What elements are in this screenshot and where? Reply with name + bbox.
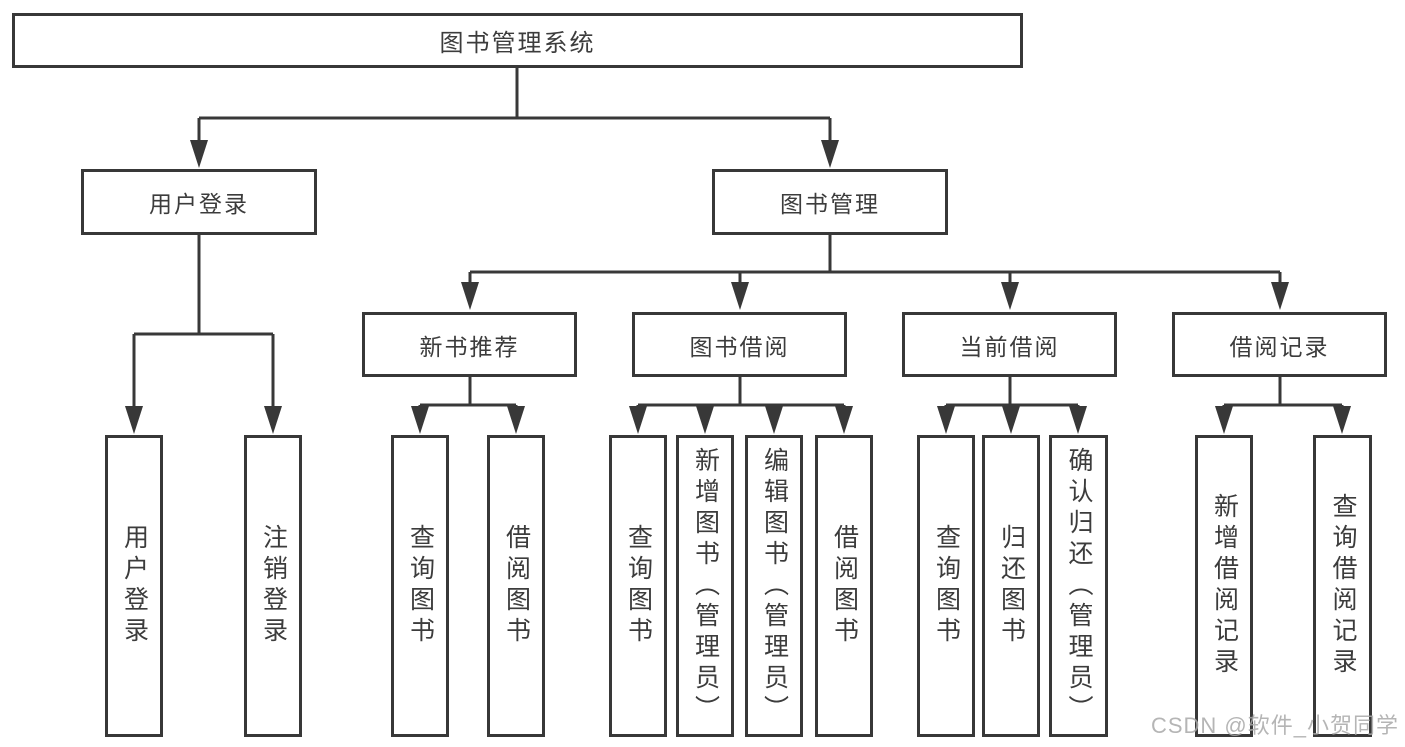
arrow-down-icon [731, 282, 749, 310]
arrow-down-icon [1069, 406, 1087, 434]
csdn-watermark: CSDN @软件_小贺同学 [1150, 713, 1399, 738]
arrowheads [125, 140, 1351, 434]
leaf-nb-query-books: 查询图书 [391, 435, 449, 737]
arrow-down-icon [507, 406, 525, 434]
node-book-management: 图书管理 [712, 169, 948, 235]
branch-borrow-records [1222, 377, 1344, 412]
arrow-down-icon [125, 406, 143, 434]
node-current-borrow: 当前借阅 [902, 312, 1117, 377]
leaf-nb-borrow-books: 借阅图书 [487, 435, 545, 737]
arrow-down-icon [1002, 406, 1020, 434]
leaf-bb-add-books-admin: 新增图书（管理员） [676, 435, 734, 737]
node-book-borrow: 图书借阅 [632, 312, 847, 377]
node-new-book-recommend: 新书推荐 [362, 312, 577, 377]
leaf-logout: 注销登录 [244, 435, 302, 737]
arrow-down-icon [821, 140, 839, 168]
branch-new-book-recommend [418, 377, 518, 412]
leaf-br-query-record: 查询借阅记录 [1313, 435, 1372, 737]
arrow-down-icon [765, 406, 783, 434]
leaf-bb-edit-books-admin: 编辑图书（管理员） [745, 435, 803, 737]
arrow-down-icon [1271, 282, 1289, 310]
arrow-down-icon [835, 406, 853, 434]
arrow-down-icon [1215, 406, 1233, 434]
arrow-down-icon [937, 406, 955, 434]
branch-root [197, 68, 832, 146]
branch-book-management [468, 235, 1282, 288]
node-borrow-records: 借阅记录 [1172, 312, 1387, 377]
leaf-cb-query-books: 查询图书 [917, 435, 975, 737]
leaf-user-login: 用户登录 [105, 435, 163, 737]
leaf-cb-return-books: 归还图书 [982, 435, 1040, 737]
leaf-cb-confirm-return-admin: 确认归还（管理员） [1049, 435, 1108, 737]
leaf-br-add-record: 新增借阅记录 [1195, 435, 1253, 737]
arrow-down-icon [1001, 282, 1019, 310]
node-user-login: 用户登录 [81, 169, 317, 235]
arrow-down-icon [629, 406, 647, 434]
arrow-down-icon [1333, 406, 1351, 434]
branch-book-borrow [636, 377, 846, 412]
leaf-bb-borrow-books: 借阅图书 [815, 435, 873, 737]
branch-user-login [132, 235, 275, 412]
arrow-down-icon [190, 140, 208, 168]
arrow-down-icon [411, 406, 429, 434]
arrow-down-icon [264, 406, 282, 434]
arrow-down-icon [461, 282, 479, 310]
node-root-library-system: 图书管理系统 [12, 13, 1023, 68]
arrow-down-icon [696, 406, 714, 434]
leaf-bb-query-books: 查询图书 [609, 435, 667, 737]
